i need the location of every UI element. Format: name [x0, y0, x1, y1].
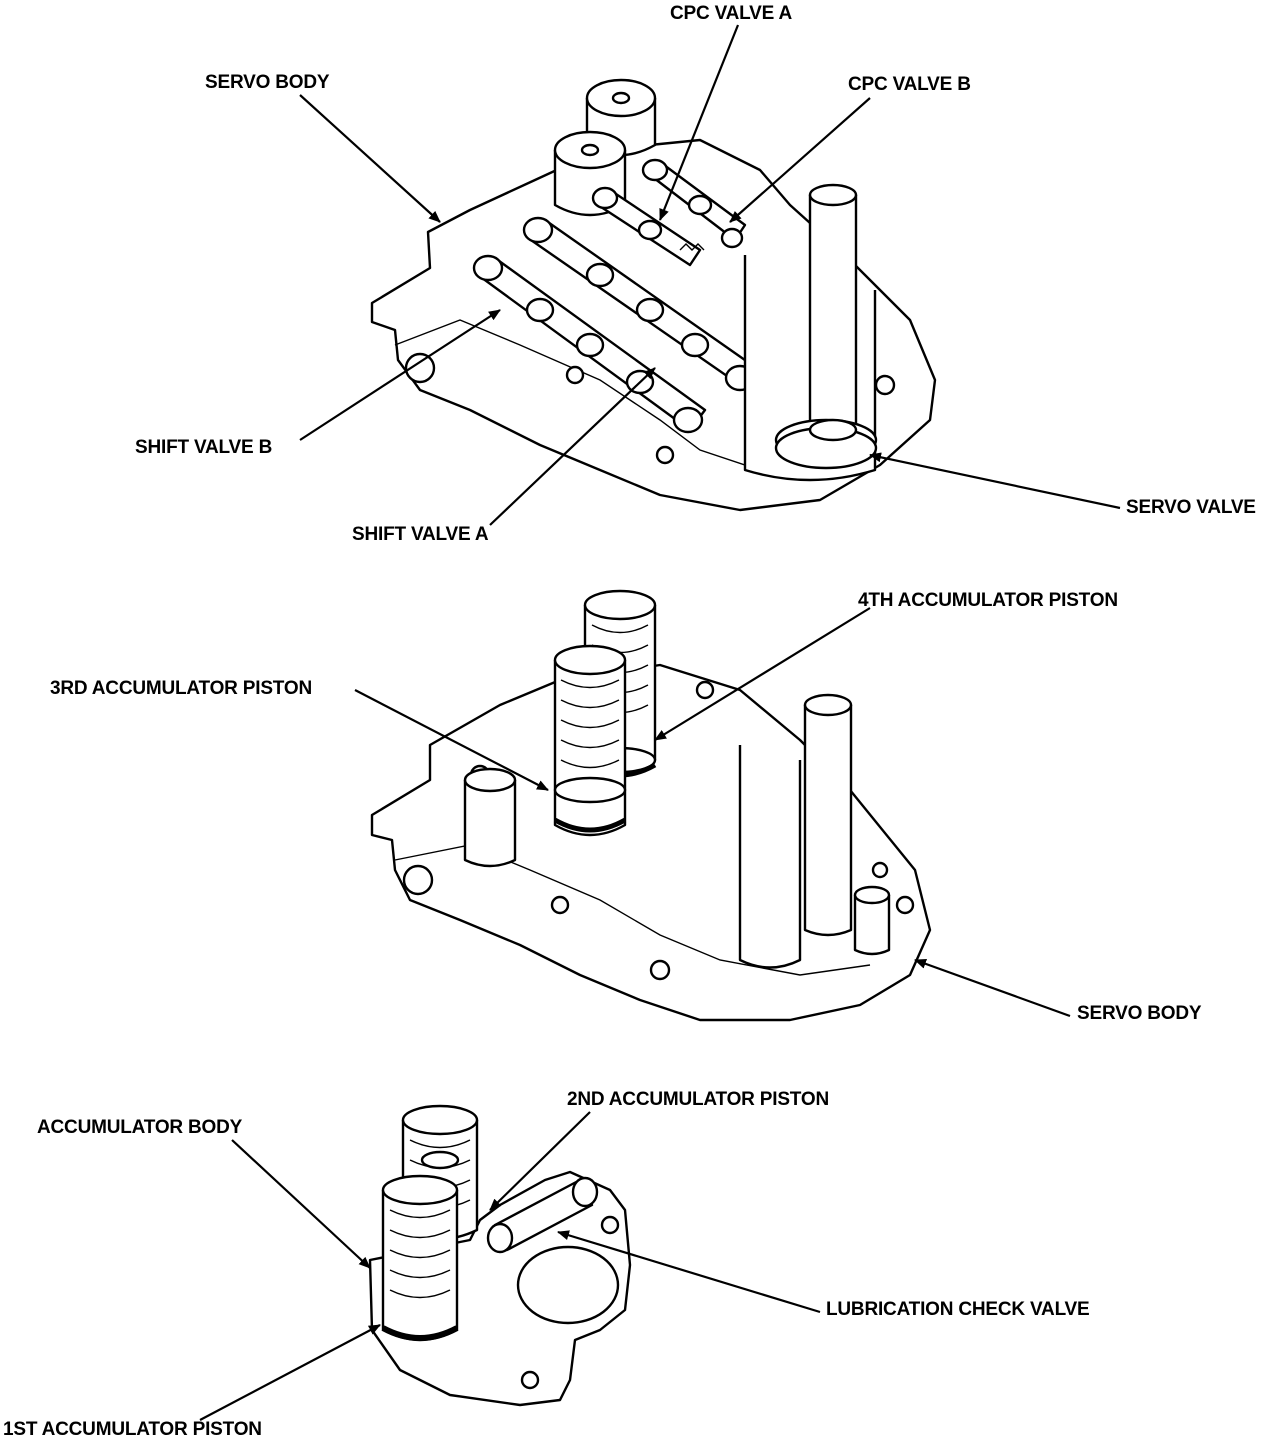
label-first-accumulator-piston: 1ST ACCUMULATOR PISTON	[3, 1419, 262, 1440]
leader-lines	[199, 24, 1121, 1421]
label-lubrication-check-valve: LUBRICATION CHECK VALVE	[826, 1299, 1090, 1320]
cpc-valve-a-spool	[591, 186, 705, 267]
first-accumulator-piston-part	[381, 1174, 459, 1342]
label-third-accumulator-piston: 3RD ACCUMULATOR PISTON	[50, 678, 312, 699]
label-servo-valve: SERVO VALVE	[1126, 497, 1256, 518]
accumulator-body-assembly	[368, 1104, 632, 1407]
label-cpc-valve-a: CPC VALVE A	[670, 3, 793, 24]
lubrication-check-valve-part	[486, 1176, 599, 1254]
servo-valve-part	[743, 183, 878, 482]
shift-valve-b-spool	[472, 254, 707, 434]
servo-body-middle-assembly	[370, 589, 932, 1022]
third-accumulator-piston-part	[553, 644, 627, 837]
cpc-valve-b-spool	[641, 158, 747, 249]
label-shift-valve-b: SHIFT VALVE B	[135, 437, 273, 458]
label-cpc-valve-b: CPC VALVE B	[848, 74, 971, 95]
label-second-accumulator-piston: 2ND ACCUMULATOR PISTON	[567, 1089, 829, 1110]
label-shift-valve-a: SHIFT VALVE A	[352, 524, 489, 545]
label-fourth-accumulator-piston: 4TH ACCUMULATOR PISTON	[858, 590, 1118, 611]
label-accumulator-body: ACCUMULATOR BODY	[37, 1117, 243, 1138]
label-servo-body-middle: SERVO BODY	[1077, 1003, 1202, 1024]
servo-body-top-assembly	[370, 78, 937, 512]
label-servo-body-top: SERVO BODY	[205, 72, 330, 93]
